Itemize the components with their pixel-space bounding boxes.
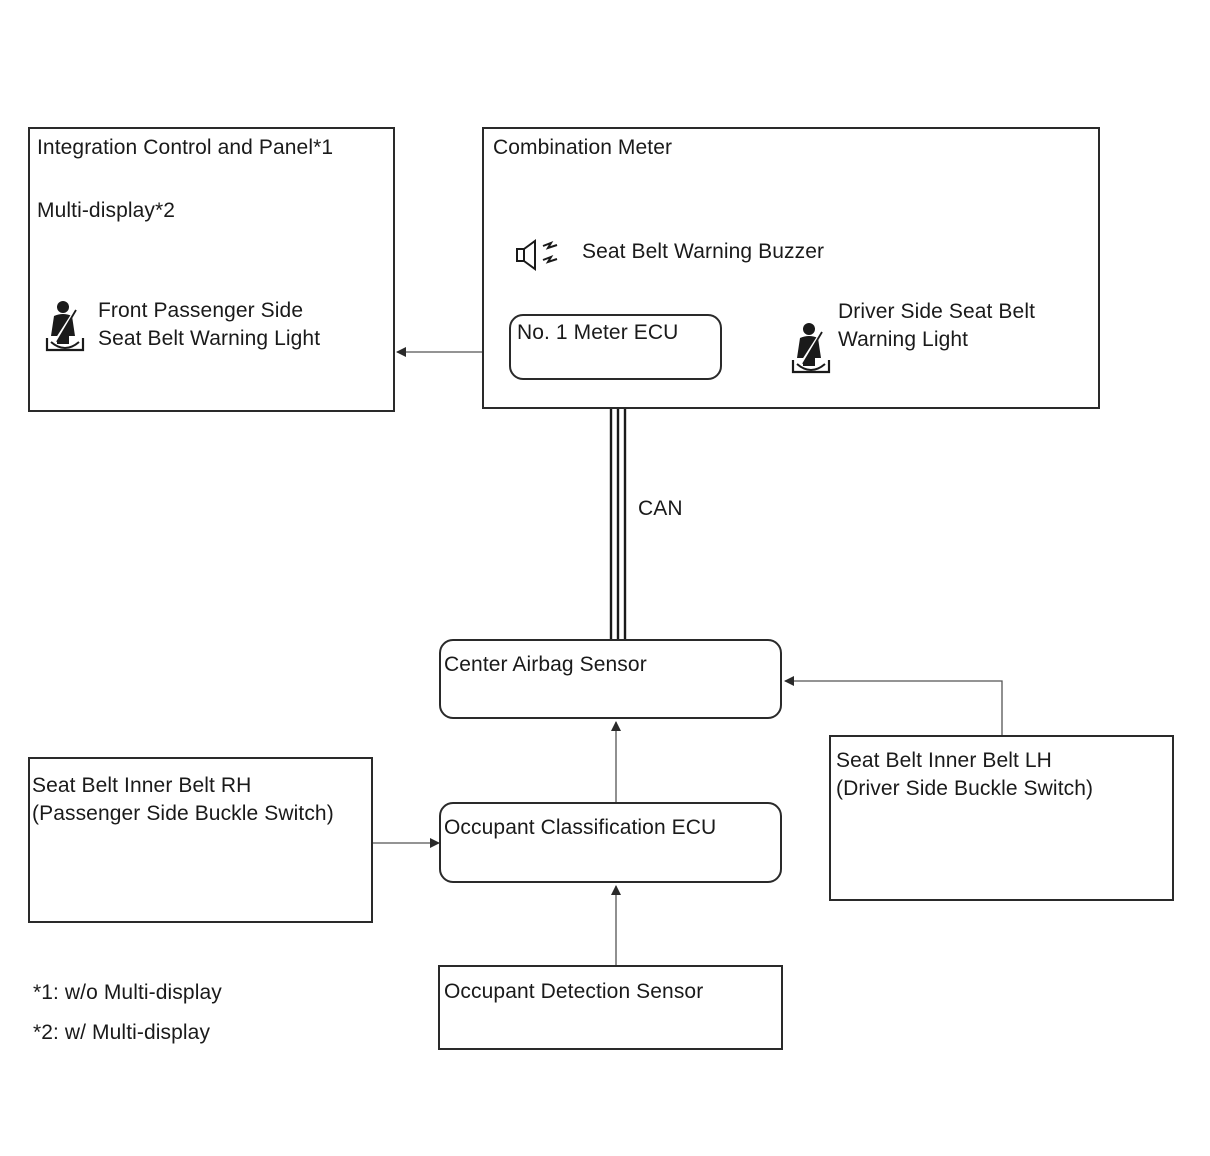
center-airbag-sensor-label: Center Airbag Sensor [444,653,647,676]
meter-ecu-box [509,314,722,380]
integration-control-panel-box [28,127,395,412]
can-bus-label: CAN [638,497,683,520]
seatbelt-warning-icon [45,301,85,352]
seat-belt-warning-buzzer-label: Seat Belt Warning Buzzer [582,240,825,263]
passenger-light-label-line1: Front Passenger Side [98,299,304,322]
can-bus-lines [609,409,627,639]
combination-meter-title: Combination Meter [493,136,673,159]
rh-belt-box [28,757,373,923]
arrow-lh-belt-to-airbag [784,676,1003,736]
lh-belt-box [829,735,1174,901]
integration-control-panel-title: Integration Control and Panel*1 [37,136,334,159]
footnote-2: *2: w/ Multi-display [33,1021,211,1044]
driver-light-label-line2: Warning Light [838,328,969,351]
buzzer-speaker-icon [516,239,558,271]
driver-light-label-line1: Driver Side Seat Belt [838,300,1036,323]
occupant-classification-ecu-box [439,802,782,883]
rh-belt-label-line2: (Passenger Side Buckle Switch) [32,802,334,825]
occupant-detection-sensor-label: Occupant Detection Sensor [444,980,704,1003]
lh-belt-label-line1: Seat Belt Inner Belt LH [836,749,1052,772]
footnote-1: *1: w/o Multi-display [33,981,222,1004]
occupant-detection-sensor-box [438,965,783,1050]
center-airbag-sensor-box [439,639,782,719]
meter-ecu-label: No. 1 Meter ECU [517,321,679,344]
seatbelt-warning-icon [791,323,831,374]
rh-belt-label-line1: Seat Belt Inner Belt RH [32,774,252,797]
lh-belt-label-line2: (Driver Side Buckle Switch) [836,777,1094,800]
passenger-light-label-line2: Seat Belt Warning Light [98,327,321,350]
multi-display-label: Multi-display*2 [37,199,176,222]
occupant-classification-ecu-label: Occupant Classification ECU [444,816,717,839]
